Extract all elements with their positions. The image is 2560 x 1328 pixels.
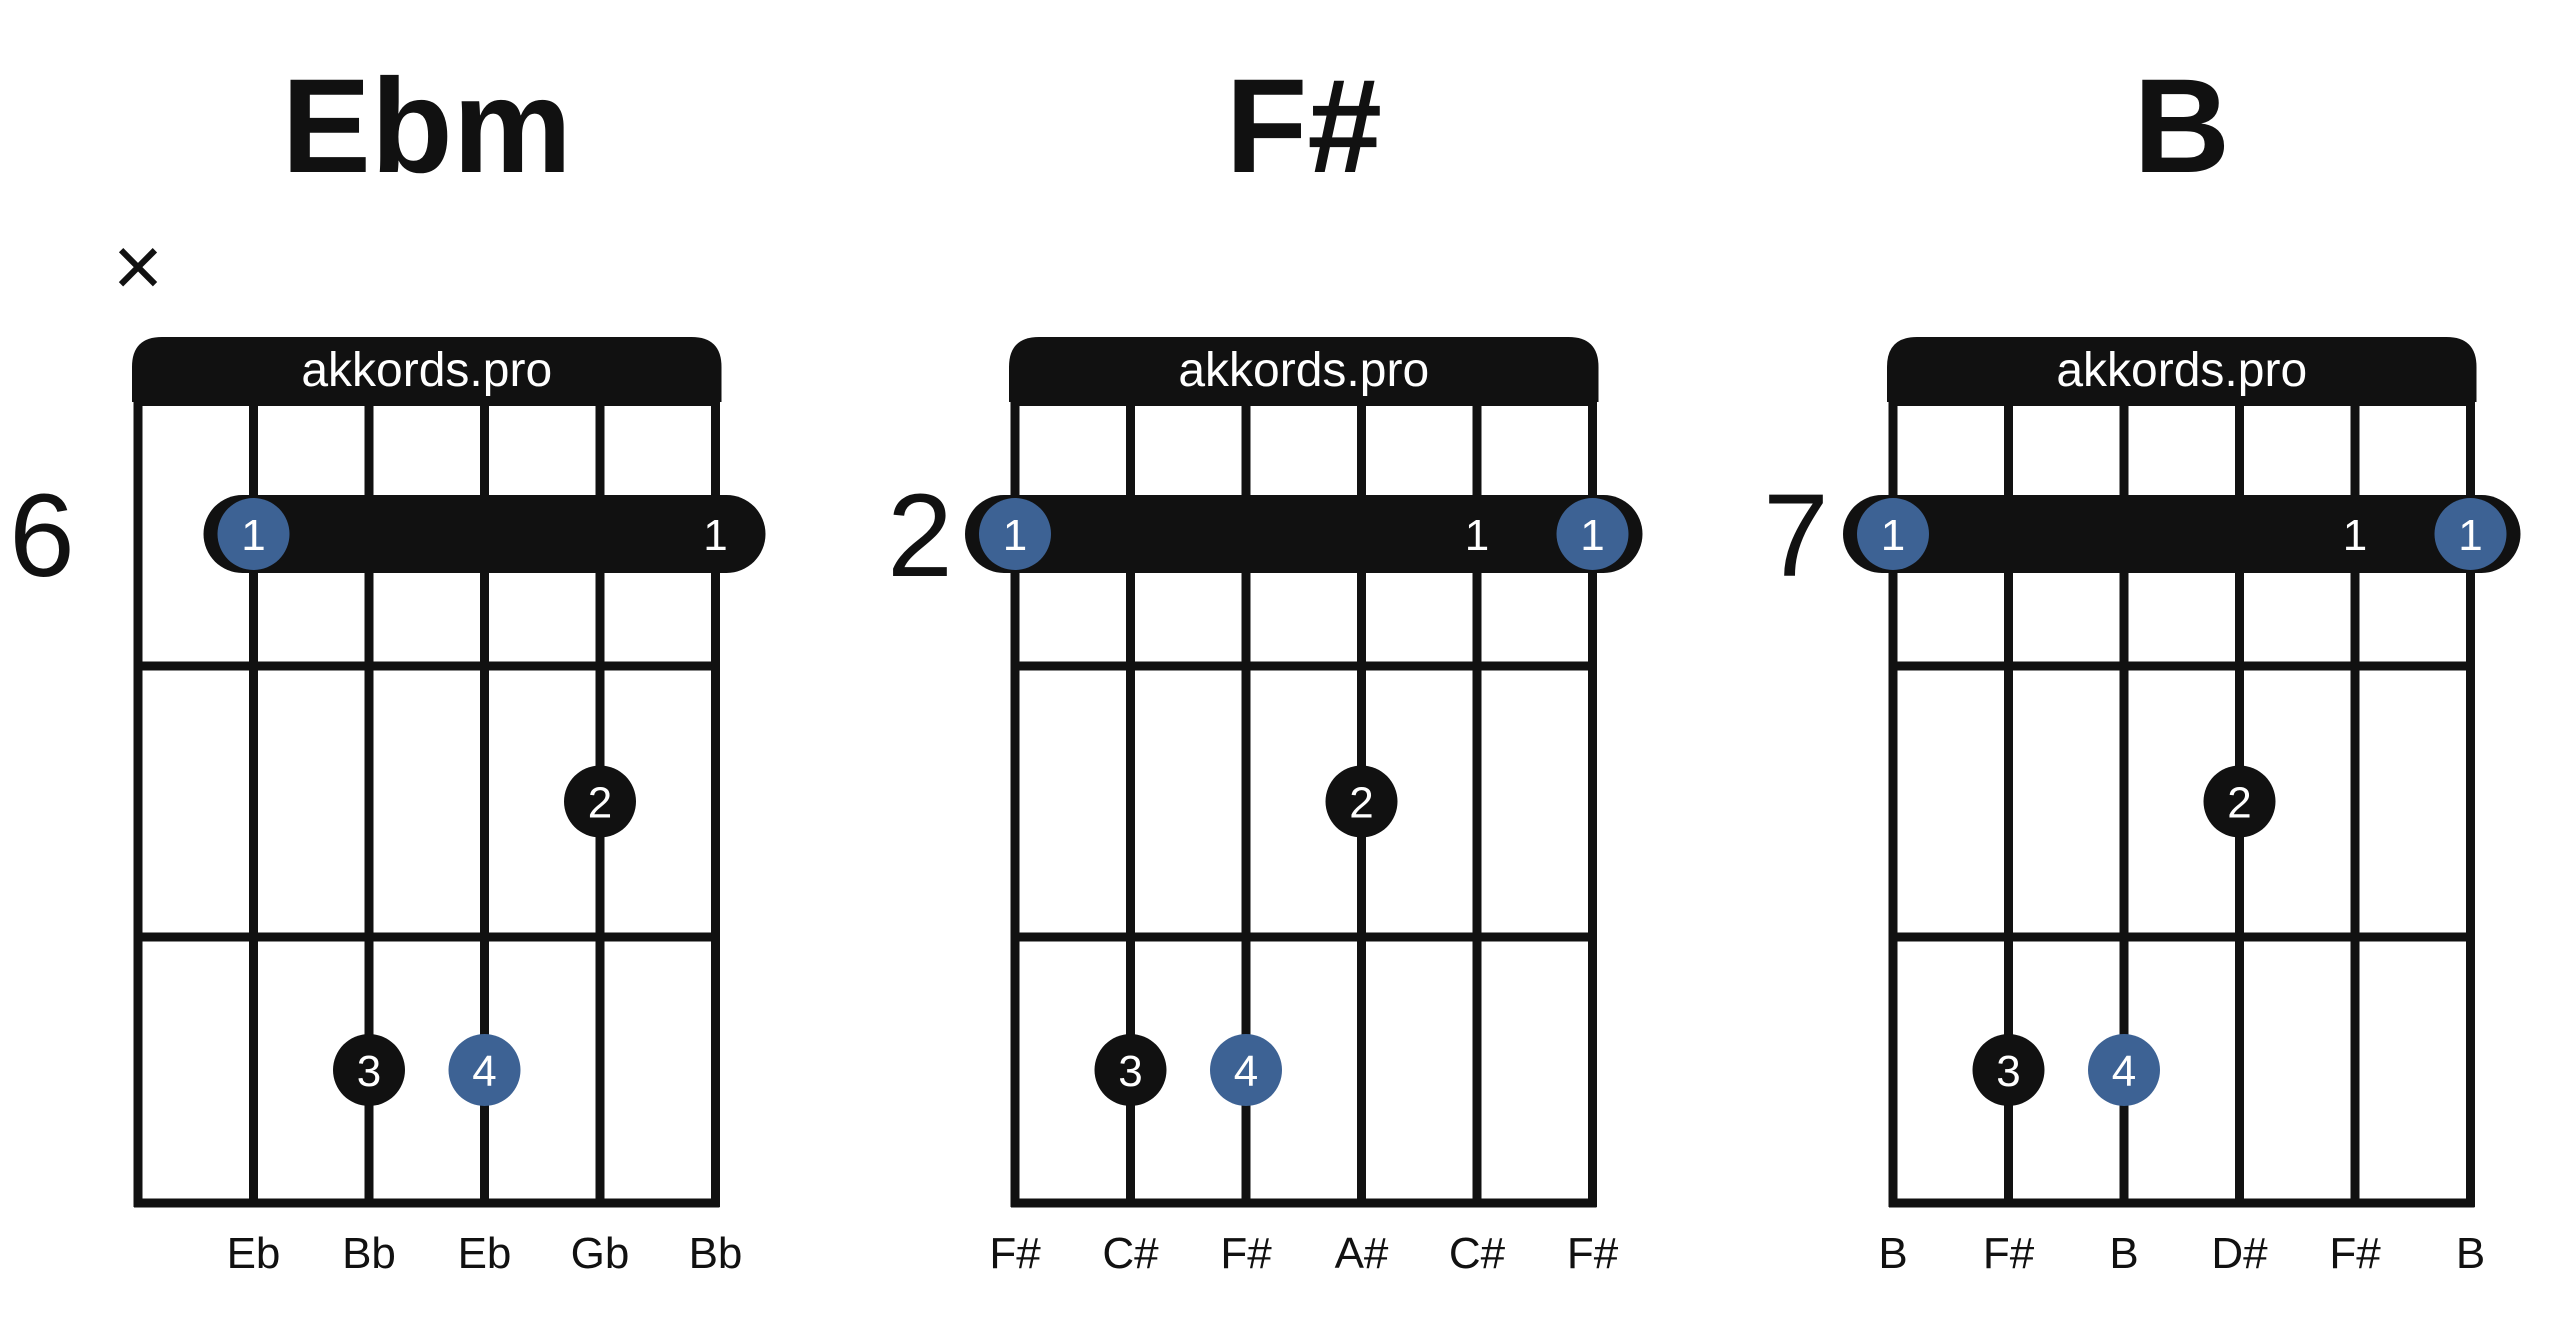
barre-bar — [965, 495, 1643, 573]
string-note-label: D# — [2211, 1229, 2268, 1278]
finger-number: 1 — [1881, 511, 1905, 560]
chord-title: Ebm — [282, 52, 572, 201]
finger-dot — [2203, 765, 2276, 838]
finger-number: 4 — [2112, 1047, 2136, 1096]
brand-label: akkords.pro — [2056, 344, 2307, 397]
chord-diagram-0: Ebm akkords.pro 6 × 1 1 2 3 4Eb Bb Eb Gb Bb — [9, 52, 766, 1278]
root-note-dot — [2434, 498, 2507, 570]
brand-label: akkords.pro — [1178, 344, 1429, 397]
finger-dot — [333, 1034, 405, 1106]
string-note-label: B — [2109, 1229, 2138, 1278]
finger-number: 1 — [241, 511, 265, 560]
barre-bar — [203, 495, 766, 573]
string-note-label: F# — [2329, 1229, 2381, 1278]
string-note-label: A# — [1335, 1229, 1389, 1278]
finger-dot — [1325, 765, 1398, 838]
string-note-label: F# — [1220, 1229, 1272, 1278]
brand-label: akkords.pro — [301, 344, 552, 397]
barre-finger-label: 1 — [1465, 511, 1489, 560]
string-note-label: F# — [989, 1229, 1041, 1278]
root-note-dot — [1556, 498, 1629, 570]
barre-finger-label: 1 — [703, 511, 727, 560]
root-note-dot — [217, 498, 290, 570]
string-note-label: C# — [1102, 1229, 1159, 1278]
barre-finger-label: 1 — [2343, 511, 2367, 560]
finger-number: 2 — [2227, 779, 2251, 828]
base-fret-number: 7 — [1763, 470, 1829, 602]
string-note-label: Bb — [342, 1229, 396, 1278]
finger-number: 2 — [588, 779, 612, 828]
finger-dot — [564, 765, 636, 838]
fretboard-header — [132, 337, 722, 402]
root-note-dot — [448, 1034, 521, 1106]
string-note-label: Eb — [227, 1229, 281, 1278]
barre-bar — [1843, 495, 2521, 573]
base-fret-number: 2 — [887, 470, 953, 602]
finger-number: 2 — [1349, 779, 1373, 828]
string-note-label: F# — [1983, 1229, 2035, 1278]
fretboard-header — [1887, 337, 2477, 402]
finger-number: 3 — [357, 1047, 381, 1096]
root-note-dot — [2088, 1034, 2160, 1106]
string-note-label: Eb — [458, 1229, 512, 1278]
string-note-label: F# — [1567, 1229, 1619, 1278]
chord-title: B — [2133, 52, 2230, 201]
root-note-dot — [979, 498, 1051, 570]
fretboard-header — [1009, 337, 1599, 402]
root-note-dot — [1857, 498, 1929, 570]
string-note-label: Bb — [689, 1229, 743, 1278]
finger-number: 4 — [1234, 1047, 1258, 1096]
root-note-dot — [1210, 1034, 1282, 1106]
finger-dot — [1972, 1034, 2045, 1106]
chord-title: F# — [1226, 52, 1382, 201]
string-note-label: Gb — [571, 1229, 630, 1278]
mute-icon: × — [113, 219, 163, 315]
string-note-label: B — [2456, 1229, 2485, 1278]
base-fret-number: 6 — [9, 470, 75, 602]
finger-number: 1 — [2458, 511, 2482, 560]
finger-number: 1 — [1003, 511, 1027, 560]
finger-dot — [1094, 1034, 1167, 1106]
finger-number: 1 — [1580, 511, 1604, 560]
finger-number: 4 — [472, 1047, 496, 1096]
string-note-label: C# — [1449, 1229, 1506, 1278]
finger-number: 3 — [1996, 1047, 2020, 1096]
finger-number: 3 — [1118, 1047, 1142, 1096]
string-note-label: B — [1878, 1229, 1907, 1278]
